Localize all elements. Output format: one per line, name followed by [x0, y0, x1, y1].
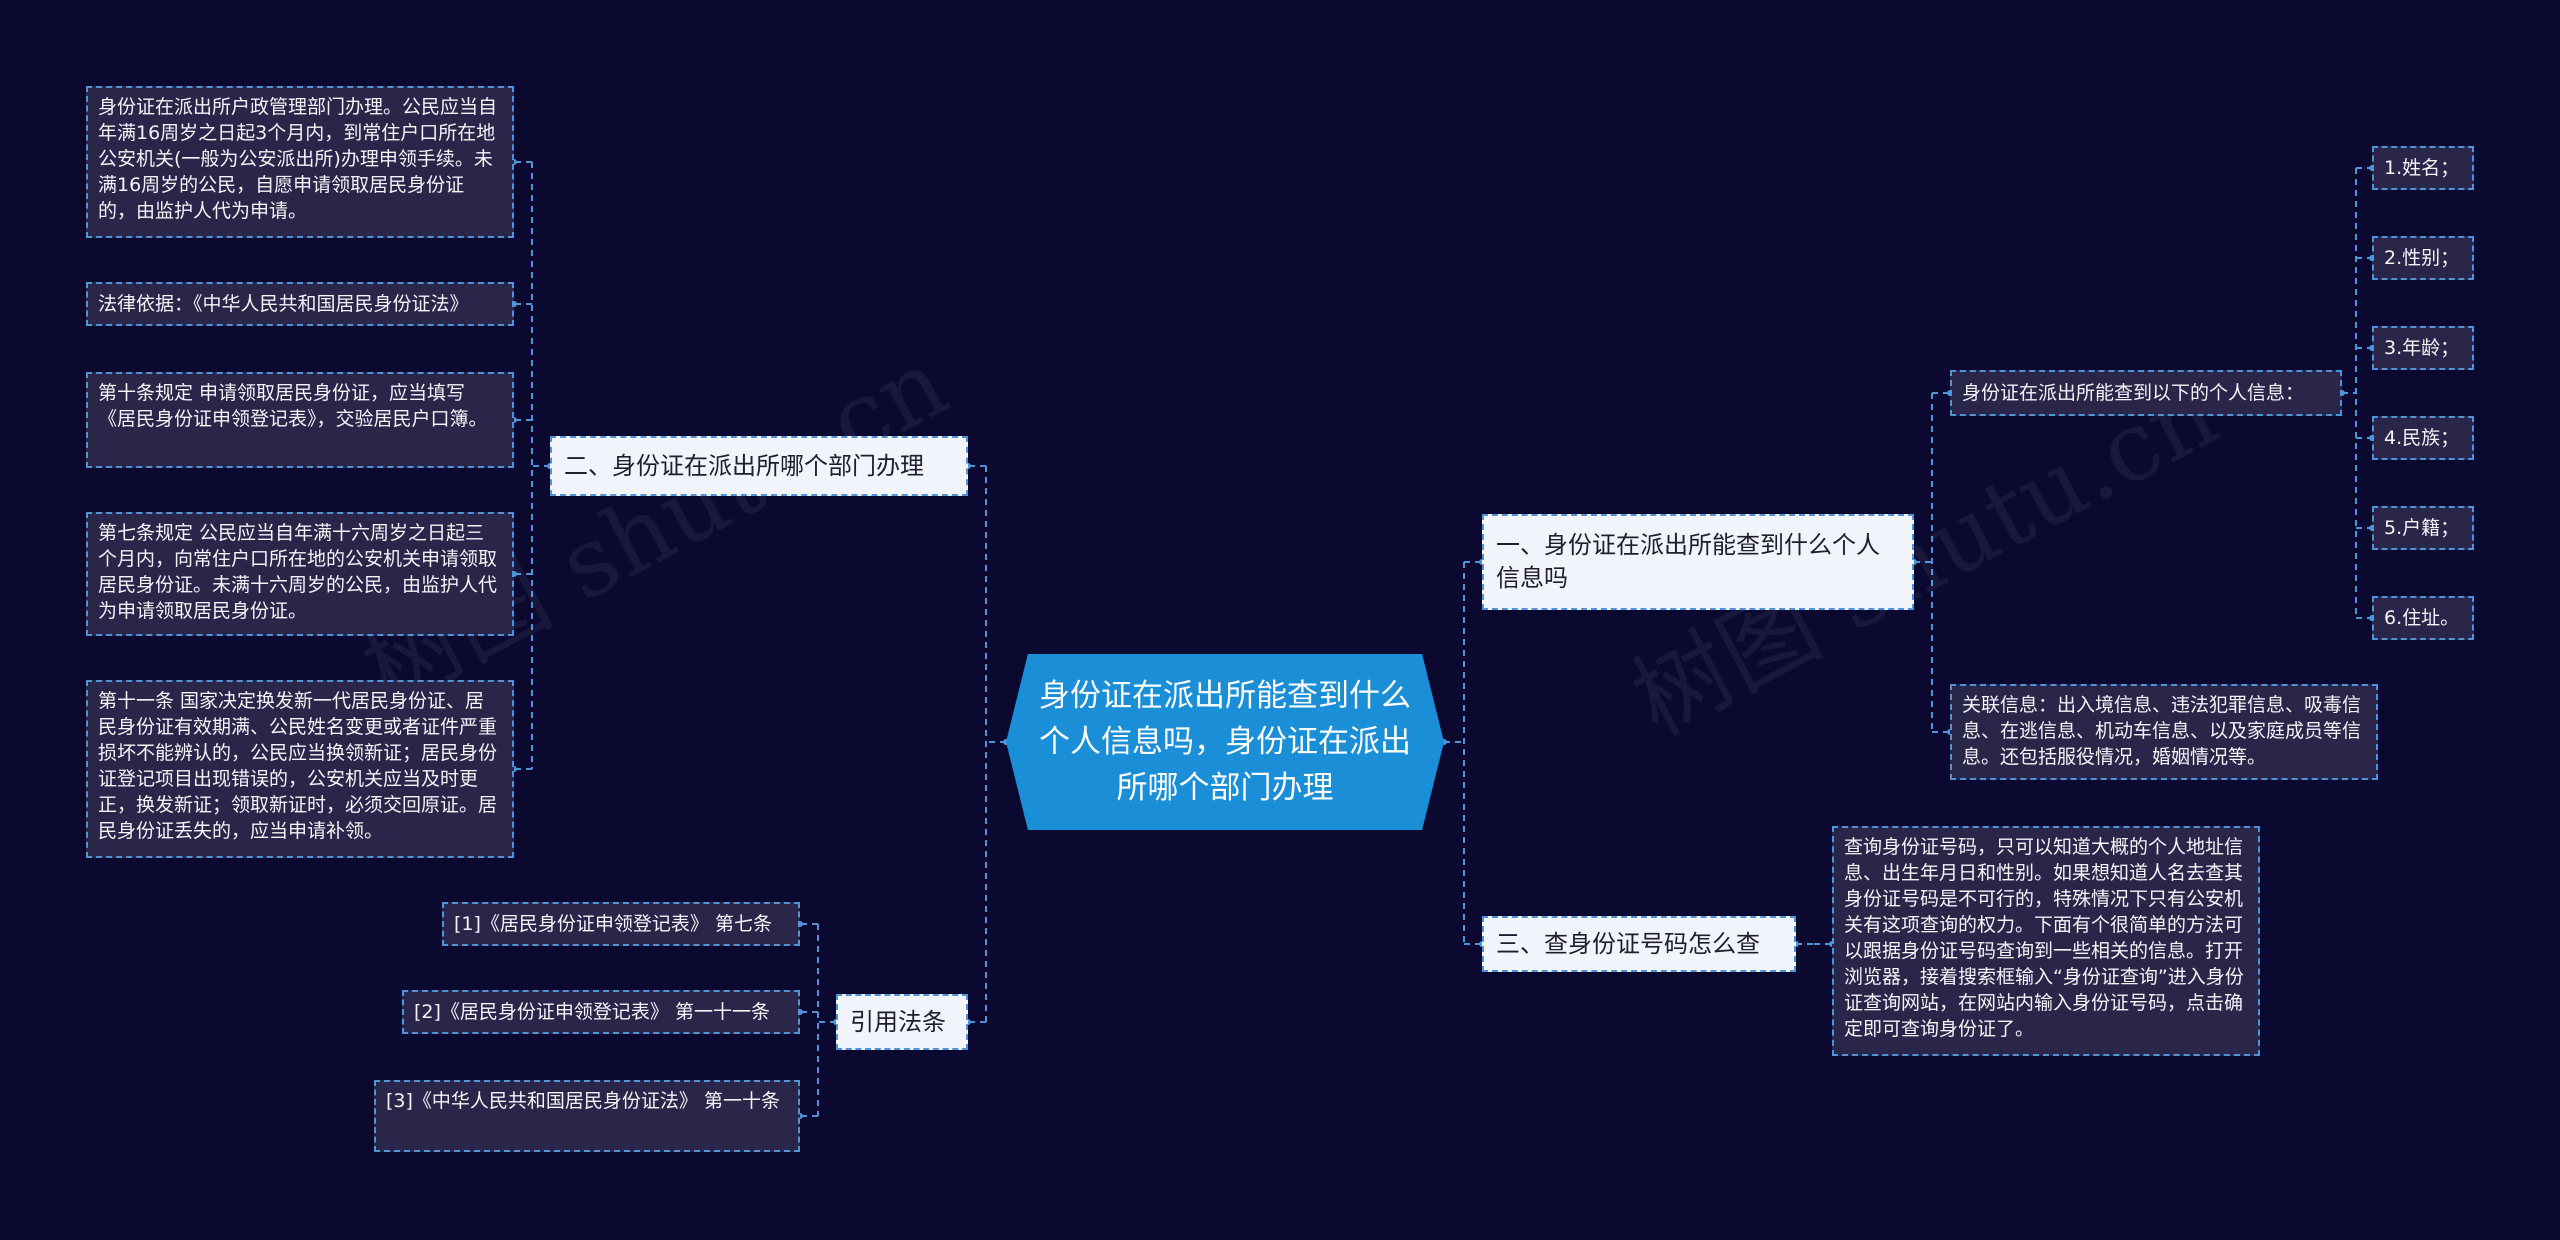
leaf-citation-2[interactable]: [2]《居民身份证申领登记表》 第一十一条 — [402, 990, 800, 1034]
leaf-item-name-text: 1.姓名； — [2384, 157, 2460, 179]
branch-id-info-label: 一、身份证在派出所能查到什么个人信息吗 — [1496, 531, 1880, 592]
leaf-department-main[interactable]: 身份证在派出所户政管理部门办理。公民应当自年满16周岁之日起3个月内，到常住户口… — [86, 86, 514, 238]
branch-cited-law-label: 引用法条 — [850, 1007, 946, 1036]
leaf-citation-1-text: [1]《居民身份证申领登记表》 第七条 — [454, 913, 772, 935]
leaf-item-ethnicity[interactable]: 4.民族； — [2372, 416, 2474, 460]
leaf-item-household[interactable]: 5.户籍； — [2372, 506, 2474, 550]
leaf-related-info[interactable]: 关联信息：出入境信息、违法犯罪信息、吸毒信息、在逃信息、机动车信息、以及家庭成员… — [1950, 684, 2378, 780]
leaf-article-11[interactable]: 第十一条 国家决定换发新一代居民身份证、居民身份证有效期满、公民姓名变更或者证件… — [86, 680, 514, 858]
leaf-item-age[interactable]: 3.年龄； — [2372, 326, 2474, 370]
leaf-citation-1[interactable]: [1]《居民身份证申领登记表》 第七条 — [442, 902, 800, 946]
leaf-item-gender-text: 2.性别； — [2384, 247, 2460, 269]
leaf-article-10[interactable]: 第十条规定 申请领取居民身份证，应当填写《居民身份证申领登记表》，交验居民户口簿… — [86, 372, 514, 468]
leaf-related-info-text: 关联信息：出入境信息、违法犯罪信息、吸毒信息、在逃信息、机动车信息、以及家庭成员… — [1962, 694, 2362, 768]
leaf-citation-3-text: [3]《中华人民共和国居民身份证法》 第一十条 — [386, 1090, 780, 1112]
leaf-department-main-text: 身份证在派出所户政管理部门办理。公民应当自年满16周岁之日起3个月内，到常住户口… — [98, 96, 498, 222]
leaf-citation-3[interactable]: [3]《中华人民共和国居民身份证法》 第一十条 — [374, 1080, 800, 1152]
root-topic[interactable]: 身份证在派出所能查到什么个人信息吗，身份证在派出所哪个部门办理 — [1006, 654, 1444, 830]
leaf-id-lookup-text-content: 查询身份证号码，只可以知道大概的个人地址信息、出生年月日和性别。如果想知道人名去… — [1844, 836, 2244, 1040]
branch-department[interactable]: 二、身份证在派出所哪个部门办理 — [550, 436, 968, 496]
leaf-id-lookup-text[interactable]: 查询身份证号码，只可以知道大概的个人地址信息、出生年月日和性别。如果想知道人名去… — [1832, 826, 2260, 1056]
root-topic-label: 身份证在派出所能查到什么个人信息吗，身份证在派出所哪个部门办理 — [1039, 678, 1411, 806]
leaf-item-address-text: 6.住址。 — [2384, 607, 2460, 629]
leaf-article-7-text: 第七条规定 公民应当自年满十六周岁之日起三个月内，向常住户口所在地的公安机关申请… — [98, 522, 498, 622]
branch-id-info[interactable]: 一、身份证在派出所能查到什么个人信息吗 — [1482, 514, 1914, 610]
leaf-item-name[interactable]: 1.姓名； — [2372, 146, 2474, 190]
leaf-article-10-text: 第十条规定 申请领取居民身份证，应当填写《居民身份证申领登记表》，交验居民户口簿… — [98, 382, 488, 430]
leaf-personal-info-header-text: 身份证在派出所能查到以下的个人信息： — [1962, 382, 2305, 404]
leaf-legal-basis[interactable]: 法律依据：《中华人民共和国居民身份证法》 — [86, 282, 514, 326]
leaf-item-gender[interactable]: 2.性别； — [2372, 236, 2474, 280]
leaf-citation-2-text: [2]《居民身份证申领登记表》 第一十一条 — [414, 1001, 770, 1023]
leaf-item-address[interactable]: 6.住址。 — [2372, 596, 2474, 640]
leaf-item-household-text: 5.户籍； — [2384, 517, 2460, 539]
branch-cited-law[interactable]: 引用法条 — [836, 994, 968, 1050]
leaf-item-ethnicity-text: 4.民族； — [2384, 427, 2460, 449]
leaf-article-11-text: 第十一条 国家决定换发新一代居民身份证、居民身份证有效期满、公民姓名变更或者证件… — [98, 690, 498, 842]
leaf-personal-info-header[interactable]: 身份证在派出所能查到以下的个人信息： — [1950, 370, 2342, 416]
leaf-legal-basis-text: 法律依据：《中华人民共和国居民身份证法》 — [98, 293, 469, 315]
branch-id-lookup-label: 三、查身份证号码怎么查 — [1496, 929, 1760, 958]
branch-id-lookup[interactable]: 三、查身份证号码怎么查 — [1482, 916, 1796, 972]
branch-department-label: 二、身份证在派出所哪个部门办理 — [564, 451, 924, 480]
leaf-item-age-text: 3.年龄； — [2384, 337, 2460, 359]
leaf-article-7[interactable]: 第七条规定 公民应当自年满十六周岁之日起三个月内，向常住户口所在地的公安机关申请… — [86, 512, 514, 636]
